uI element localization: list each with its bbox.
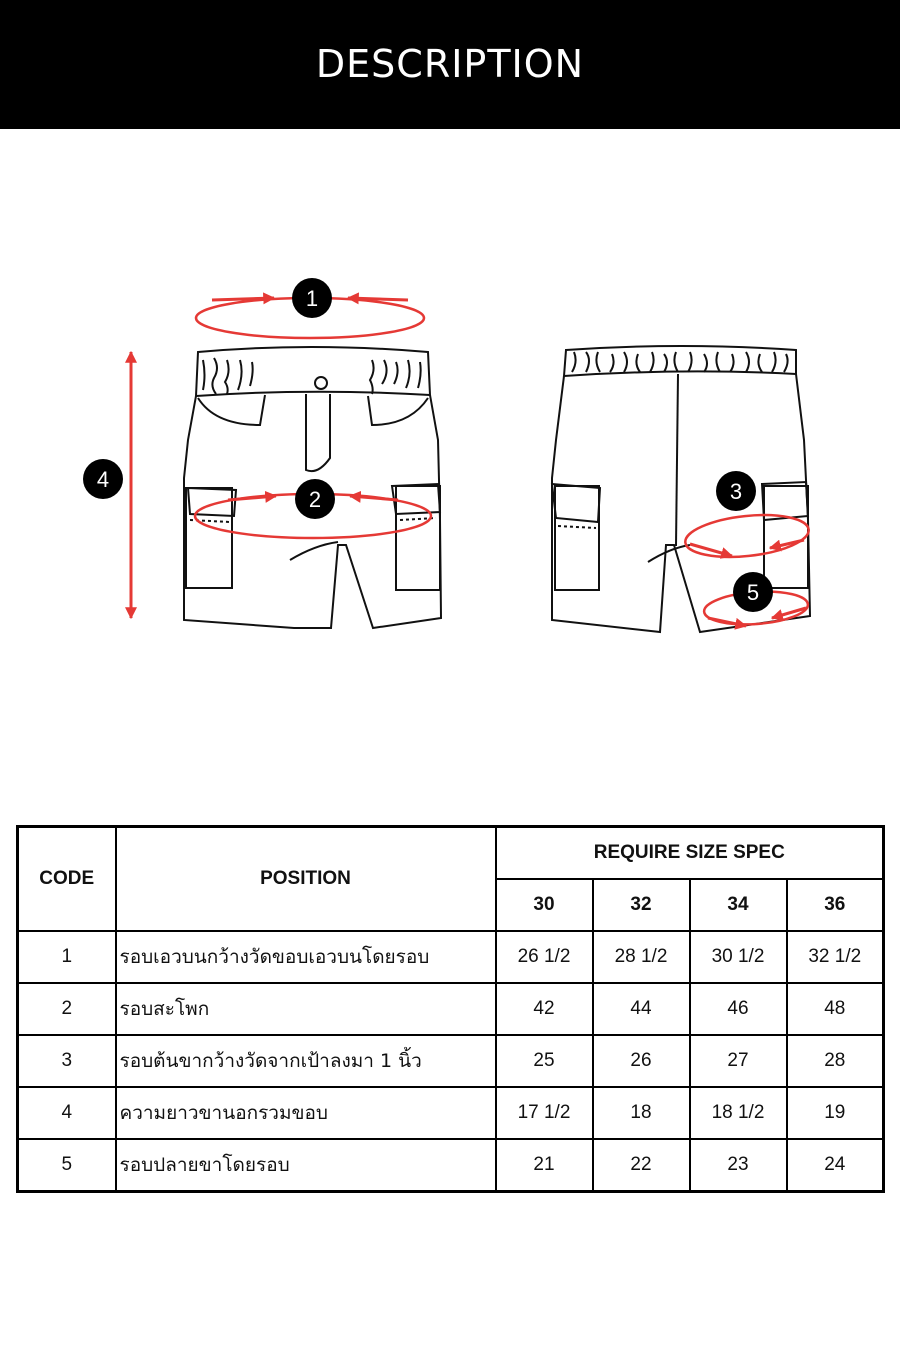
back-shorts-drawing	[550, 345, 812, 634]
row-value: 44	[591, 982, 691, 1036]
size-spec-table: CODE POSITION REQUIRE SIZE SPEC 30 32 34…	[16, 825, 886, 1193]
row-value: 22	[591, 1138, 691, 1193]
row-value: 26	[591, 1034, 691, 1088]
marker-4-label: 4	[97, 467, 109, 492]
row-position: รอบต้นขากว้างวัดจากเป้าลงมา 1 นิ้ว	[114, 1034, 497, 1088]
row-value: 42	[494, 982, 594, 1036]
marker-2-label: 2	[309, 487, 321, 512]
size-spec-header: REQUIRE SIZE SPEC	[494, 825, 886, 880]
row-value: 46	[688, 982, 788, 1036]
front-shorts-drawing	[183, 346, 443, 630]
code-header: CODE	[16, 825, 117, 932]
table-row: 5 รอบปลายขาโดยรอบ 21 22 23 24	[16, 1138, 886, 1193]
row-value: 23	[688, 1138, 788, 1193]
marker-1-label: 1	[306, 286, 318, 311]
marker-5-label: 5	[747, 580, 759, 605]
hip-measurement: 2	[193, 479, 433, 540]
leg-opening-measurement: 5	[702, 572, 810, 630]
length-measurement: 4	[83, 350, 137, 620]
waist-measurement: 1	[194, 278, 426, 340]
row-value: 28	[785, 1034, 886, 1088]
row-value: 18 1/2	[688, 1086, 788, 1140]
row-value: 24	[785, 1138, 886, 1193]
row-code: 2	[16, 982, 117, 1036]
row-value: 19	[785, 1086, 886, 1140]
row-value: 21	[494, 1138, 594, 1193]
table-header-row: CODE POSITION REQUIRE SIZE SPEC	[16, 825, 886, 932]
row-position: รอบสะโพก	[114, 982, 497, 1036]
size-header-34: 34	[688, 878, 788, 932]
row-value: 17 1/2	[494, 1086, 594, 1140]
row-position: รอบปลายขาโดยรอบ	[114, 1138, 497, 1193]
size-header-32: 32	[591, 878, 691, 932]
row-code: 5	[16, 1138, 117, 1193]
table-row: 4 ความยาวขานอกรวมขอบ 17 1/2 18 18 1/2 19	[16, 1086, 886, 1140]
table-row: 1 รอบเอวบนกว้างวัดขอบเอวบนโดยรอบ 26 1/2 …	[16, 930, 886, 984]
row-value: 32 1/2	[785, 930, 886, 984]
row-code: 4	[16, 1086, 117, 1140]
row-value: 27	[688, 1034, 788, 1088]
size-header-30: 30	[494, 878, 594, 932]
row-value: 25	[494, 1034, 594, 1088]
marker-3-label: 3	[730, 479, 742, 504]
header-bar: DESCRIPTION	[0, 0, 900, 129]
table-row: 3 รอบต้นขากว้างวัดจากเป้าลงมา 1 นิ้ว 25 …	[16, 1034, 886, 1088]
row-value: 48	[785, 982, 886, 1036]
size-header-row: 30 32 34 36	[18, 878, 886, 932]
row-value: 26 1/2	[494, 930, 594, 984]
position-header: POSITION	[114, 825, 497, 932]
table-row: 2 รอบสะโพก 42 44 46 48	[16, 982, 886, 1036]
row-value: 18	[591, 1086, 691, 1140]
row-value: 30 1/2	[688, 930, 788, 984]
thigh-measurement: 3	[684, 471, 810, 559]
row-value: 28 1/2	[591, 930, 691, 984]
page-title: DESCRIPTION	[315, 41, 585, 86]
row-position: รอบเอวบนกว้างวัดขอบเอวบนโดยรอบ	[114, 930, 497, 984]
size-header-36: 36	[785, 878, 886, 932]
row-code: 3	[16, 1034, 117, 1088]
measurement-diagram: 1 2 4	[0, 250, 900, 670]
row-code: 1	[16, 930, 117, 984]
row-position: ความยาวขานอกรวมขอบ	[114, 1086, 497, 1140]
